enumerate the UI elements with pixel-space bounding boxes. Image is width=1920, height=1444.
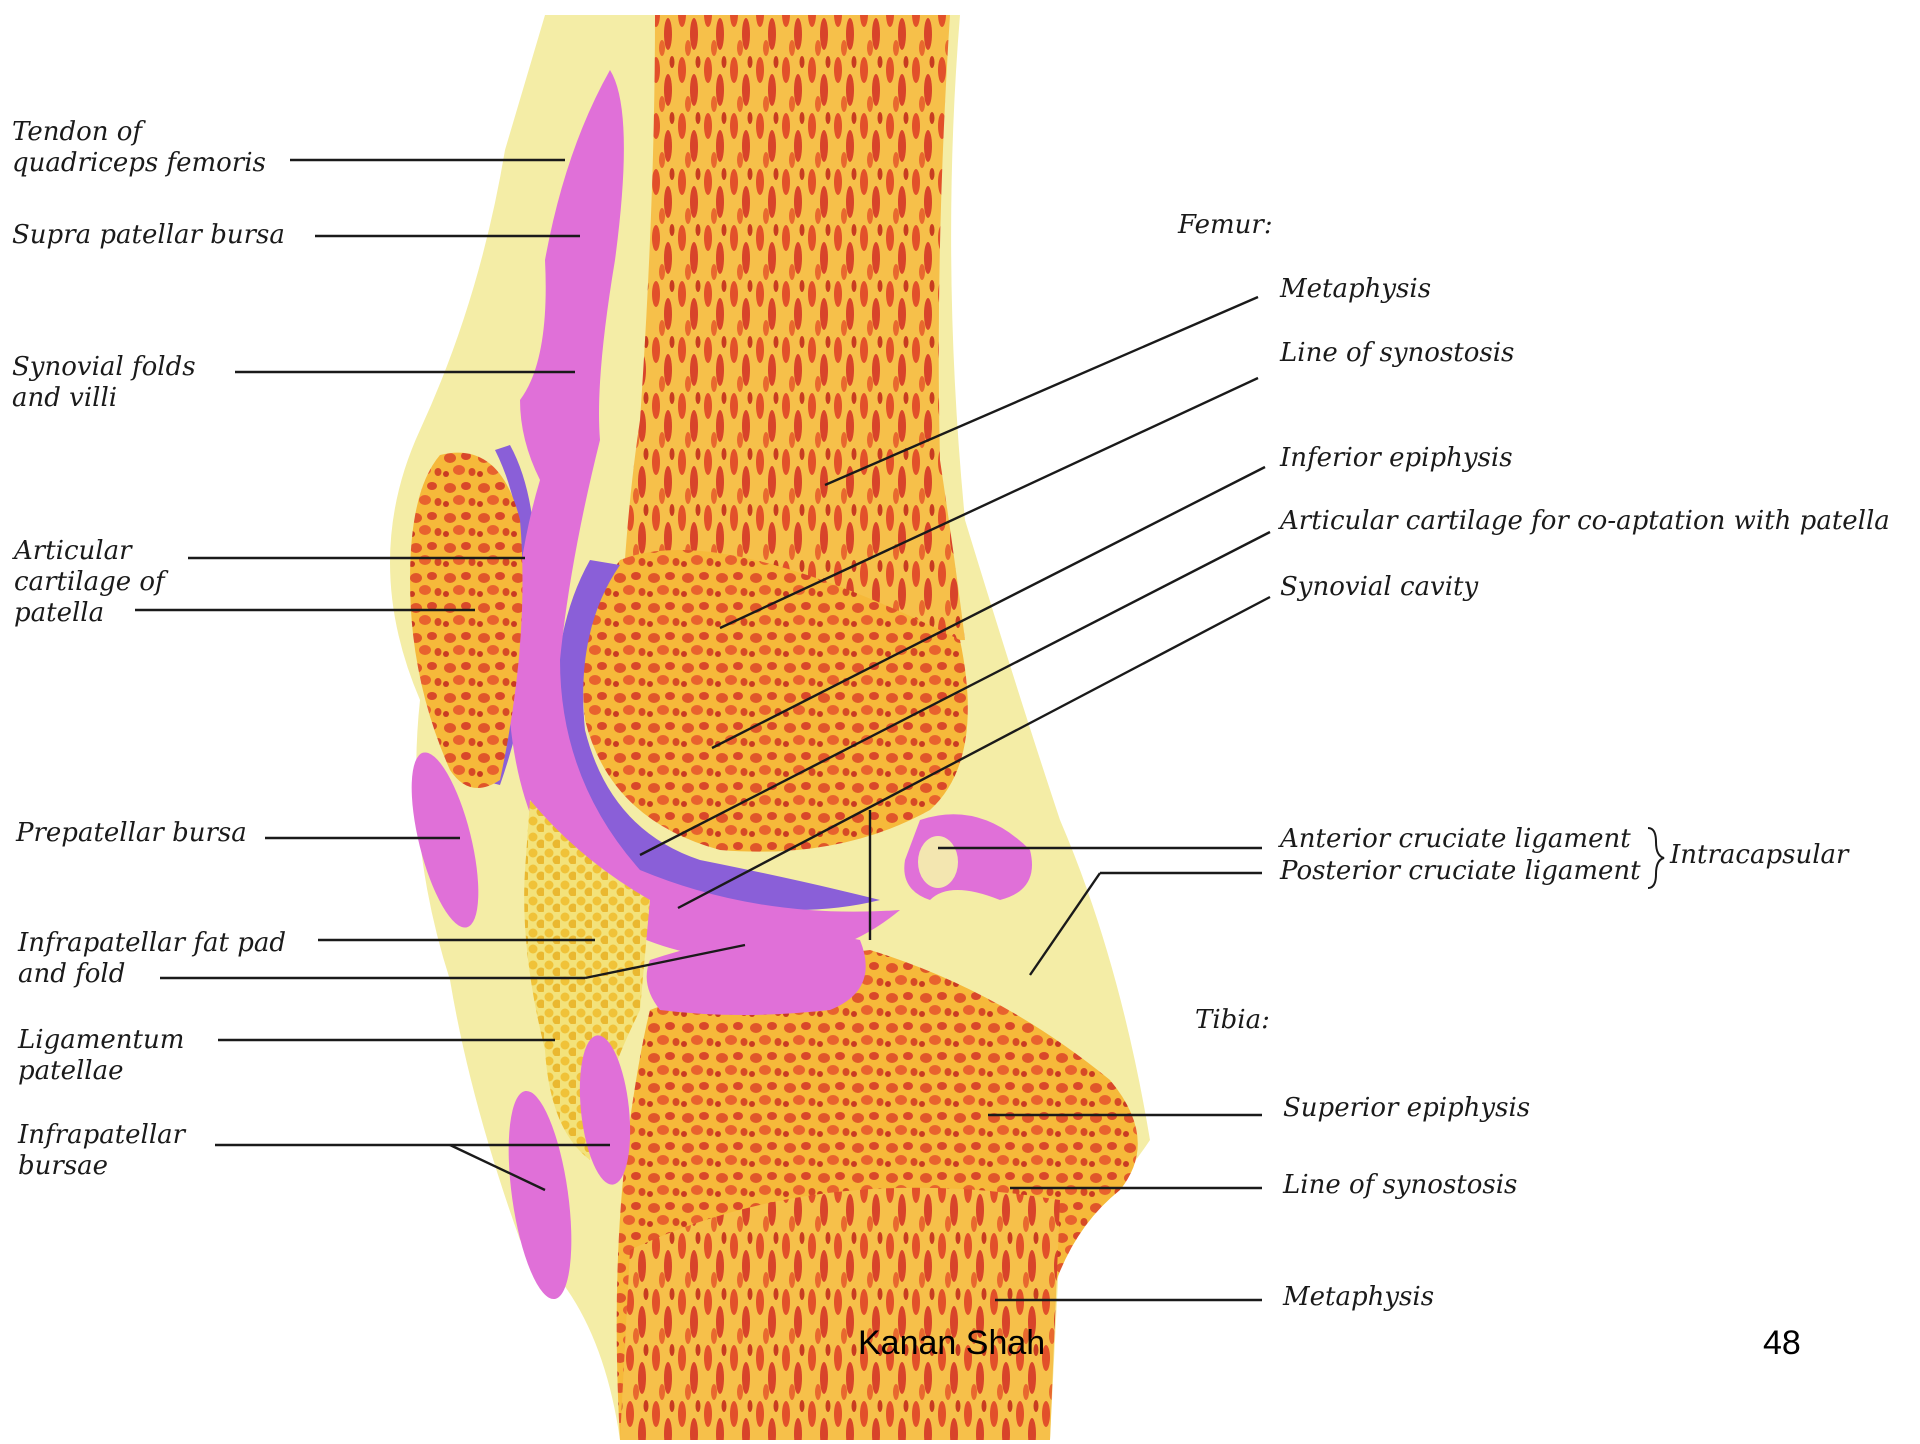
intracapsular-brace bbox=[1644, 826, 1668, 890]
label-tibia-line-of-synostosis: Line of synostosis bbox=[1283, 1170, 1517, 1201]
label-line: bursae bbox=[18, 1151, 185, 1182]
label-intracapsular: Intracapsular bbox=[1670, 840, 1848, 871]
heading-tibia: Tibia: bbox=[1195, 1005, 1270, 1036]
label-line: Articular bbox=[14, 536, 165, 567]
label-femur-metaphysis: Metaphysis bbox=[1280, 274, 1431, 305]
heading-femur: Femur: bbox=[1178, 210, 1273, 241]
label-infrapatellar-bursae: Infrapatellar bursae bbox=[18, 1120, 185, 1182]
label-line: and fold bbox=[18, 959, 286, 990]
label-articular-cartilage-patella: Articular cartilage of patella bbox=[14, 536, 165, 629]
label-inferior-epiphysis: Inferior epiphysis bbox=[1280, 443, 1513, 474]
label-synovial-cavity: Synovial cavity bbox=[1280, 572, 1478, 603]
label-femur-line-of-synostosis: Line of synostosis bbox=[1280, 338, 1514, 369]
label-suprapatellar-bursa: Supra patellar bursa bbox=[12, 220, 285, 251]
label-tibia-metaphysis: Metaphysis bbox=[1283, 1282, 1434, 1313]
label-prepatellar-bursa: Prepatellar bursa bbox=[16, 818, 247, 849]
footer-author: Kanan Shah bbox=[858, 1324, 1045, 1363]
label-tendon-quadriceps: Tendon of quadriceps femoris bbox=[12, 117, 266, 179]
label-line: and villi bbox=[12, 383, 196, 414]
label-superior-epiphysis: Superior epiphysis bbox=[1283, 1093, 1530, 1124]
cruciate-attachment bbox=[918, 836, 958, 888]
label-synovial-folds: Synovial folds and villi bbox=[12, 352, 196, 414]
label-line: cartilage of bbox=[14, 567, 165, 598]
label-line: Ligamentum bbox=[18, 1025, 184, 1056]
label-ligamentum-patellae: Ligamentum patellae bbox=[18, 1025, 184, 1087]
label-line: Supra patellar bursa bbox=[12, 220, 285, 251]
label-posterior-cruciate-ligament: Posterior cruciate ligament bbox=[1280, 856, 1641, 887]
label-line: Prepatellar bursa bbox=[16, 818, 247, 849]
label-line: Synovial folds bbox=[12, 352, 196, 383]
label-anterior-cruciate-ligament: Anterior cruciate ligament bbox=[1280, 824, 1631, 855]
label-line: Infrapatellar bbox=[18, 1120, 185, 1151]
label-line: quadriceps femoris bbox=[12, 148, 266, 179]
page-number: 48 bbox=[1763, 1324, 1801, 1363]
label-line: patella bbox=[14, 598, 165, 629]
label-line: Infrapatellar fat pad bbox=[18, 928, 286, 959]
label-infrapatellar-fat-pad: Infrapatellar fat pad and fold bbox=[18, 928, 286, 990]
label-line: Tendon of bbox=[12, 117, 266, 148]
label-articular-cartilage-coaptation: Articular cartilage for co-aptation with… bbox=[1280, 506, 1890, 537]
label-line: patellae bbox=[18, 1056, 184, 1087]
